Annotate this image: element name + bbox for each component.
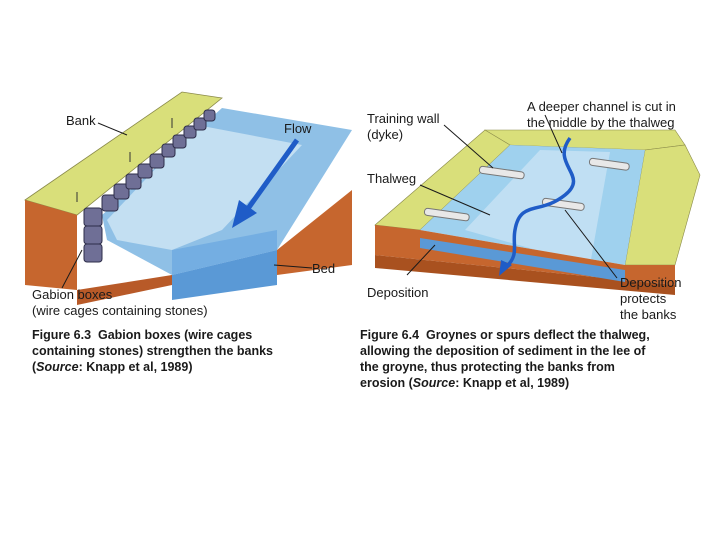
- thalweg-arrow: [503, 136, 576, 270]
- wire-posts: [76, 118, 173, 202]
- caption-paren: (: [32, 360, 37, 374]
- caption-source: Source: [36, 360, 79, 374]
- leader-lines: [406, 114, 618, 279]
- flow-arrow-head: [232, 200, 257, 228]
- caption-line1: Groynes or spurs deflect the thalweg,: [426, 328, 650, 342]
- water-front: [420, 238, 625, 282]
- caption-line2: allowing the deposition of sediment in t…: [360, 344, 646, 358]
- water-front: [172, 250, 277, 300]
- label-training-wall: Training wall: [367, 111, 440, 126]
- caption-line2: containing stones) strengthen the banks: [32, 344, 273, 358]
- gabion-boxes: [83, 109, 216, 263]
- label-deposition: Deposition: [367, 285, 429, 300]
- label-gabion-detail: (wire cages containing stones): [32, 303, 208, 318]
- label-deposition-protects-2: protects: [620, 291, 667, 306]
- label-bank: Bank: [66, 113, 96, 128]
- soil-front-lower: [375, 255, 675, 295]
- label-deeper-channel-2: the middle by the thalweg: [527, 115, 675, 130]
- label-gabion-boxes: Gabion boxes: [32, 287, 113, 302]
- label-thalweg: Thalweg: [367, 171, 417, 186]
- label-deposition-protects-3: the banks: [620, 307, 677, 322]
- figure-gabion-boxes: Bank Flow Bed Gabion boxes (wire cages c…: [22, 90, 352, 410]
- caption-number: Figure 6.3: [32, 328, 92, 342]
- caption-source: Source: [412, 376, 456, 390]
- bank-soil-right: [277, 190, 352, 275]
- label-dyke: (dyke): [367, 127, 404, 142]
- right-bank-grass: [624, 144, 701, 266]
- caption-erosion: erosion (: [360, 376, 413, 390]
- caption-figure-6-4: Figure 6.4 Groynes or spurs deflect the …: [360, 327, 710, 391]
- caption-figure-6-3: Figure 6.3 Gabion boxes (wire cages cont…: [32, 327, 352, 375]
- channel-bed: [107, 125, 302, 250]
- water-front-lower: [172, 230, 277, 275]
- label-flow: Flow: [284, 121, 312, 136]
- label-bed: Bed: [312, 261, 336, 276]
- label-deeper-channel-1: A deeper channel is cut in: [527, 99, 676, 114]
- caption-number: Figure 6.4: [360, 328, 420, 342]
- bank-soil-front: [25, 200, 77, 290]
- leader-lines: [61, 122, 313, 289]
- flow-arrow: [244, 138, 300, 212]
- caption-line1: Gabion boxes (wire cages: [98, 328, 253, 342]
- label-deposition-protects-1: Deposition: [620, 275, 682, 290]
- groynes-diagram: [374, 114, 701, 295]
- caption-citation: : Knapp et al, 1989): [455, 376, 570, 390]
- thalweg-arrow-head: [499, 260, 512, 276]
- caption-citation: : Knapp et al, 1989): [78, 360, 193, 374]
- figure-groynes: Training wall (dyke) Thalweg A deeper ch…: [355, 90, 710, 410]
- caption-line3: the groyne, thus protecting the banks fr…: [360, 360, 615, 374]
- gabion-diagram: [24, 91, 352, 305]
- soil-front: [77, 275, 172, 305]
